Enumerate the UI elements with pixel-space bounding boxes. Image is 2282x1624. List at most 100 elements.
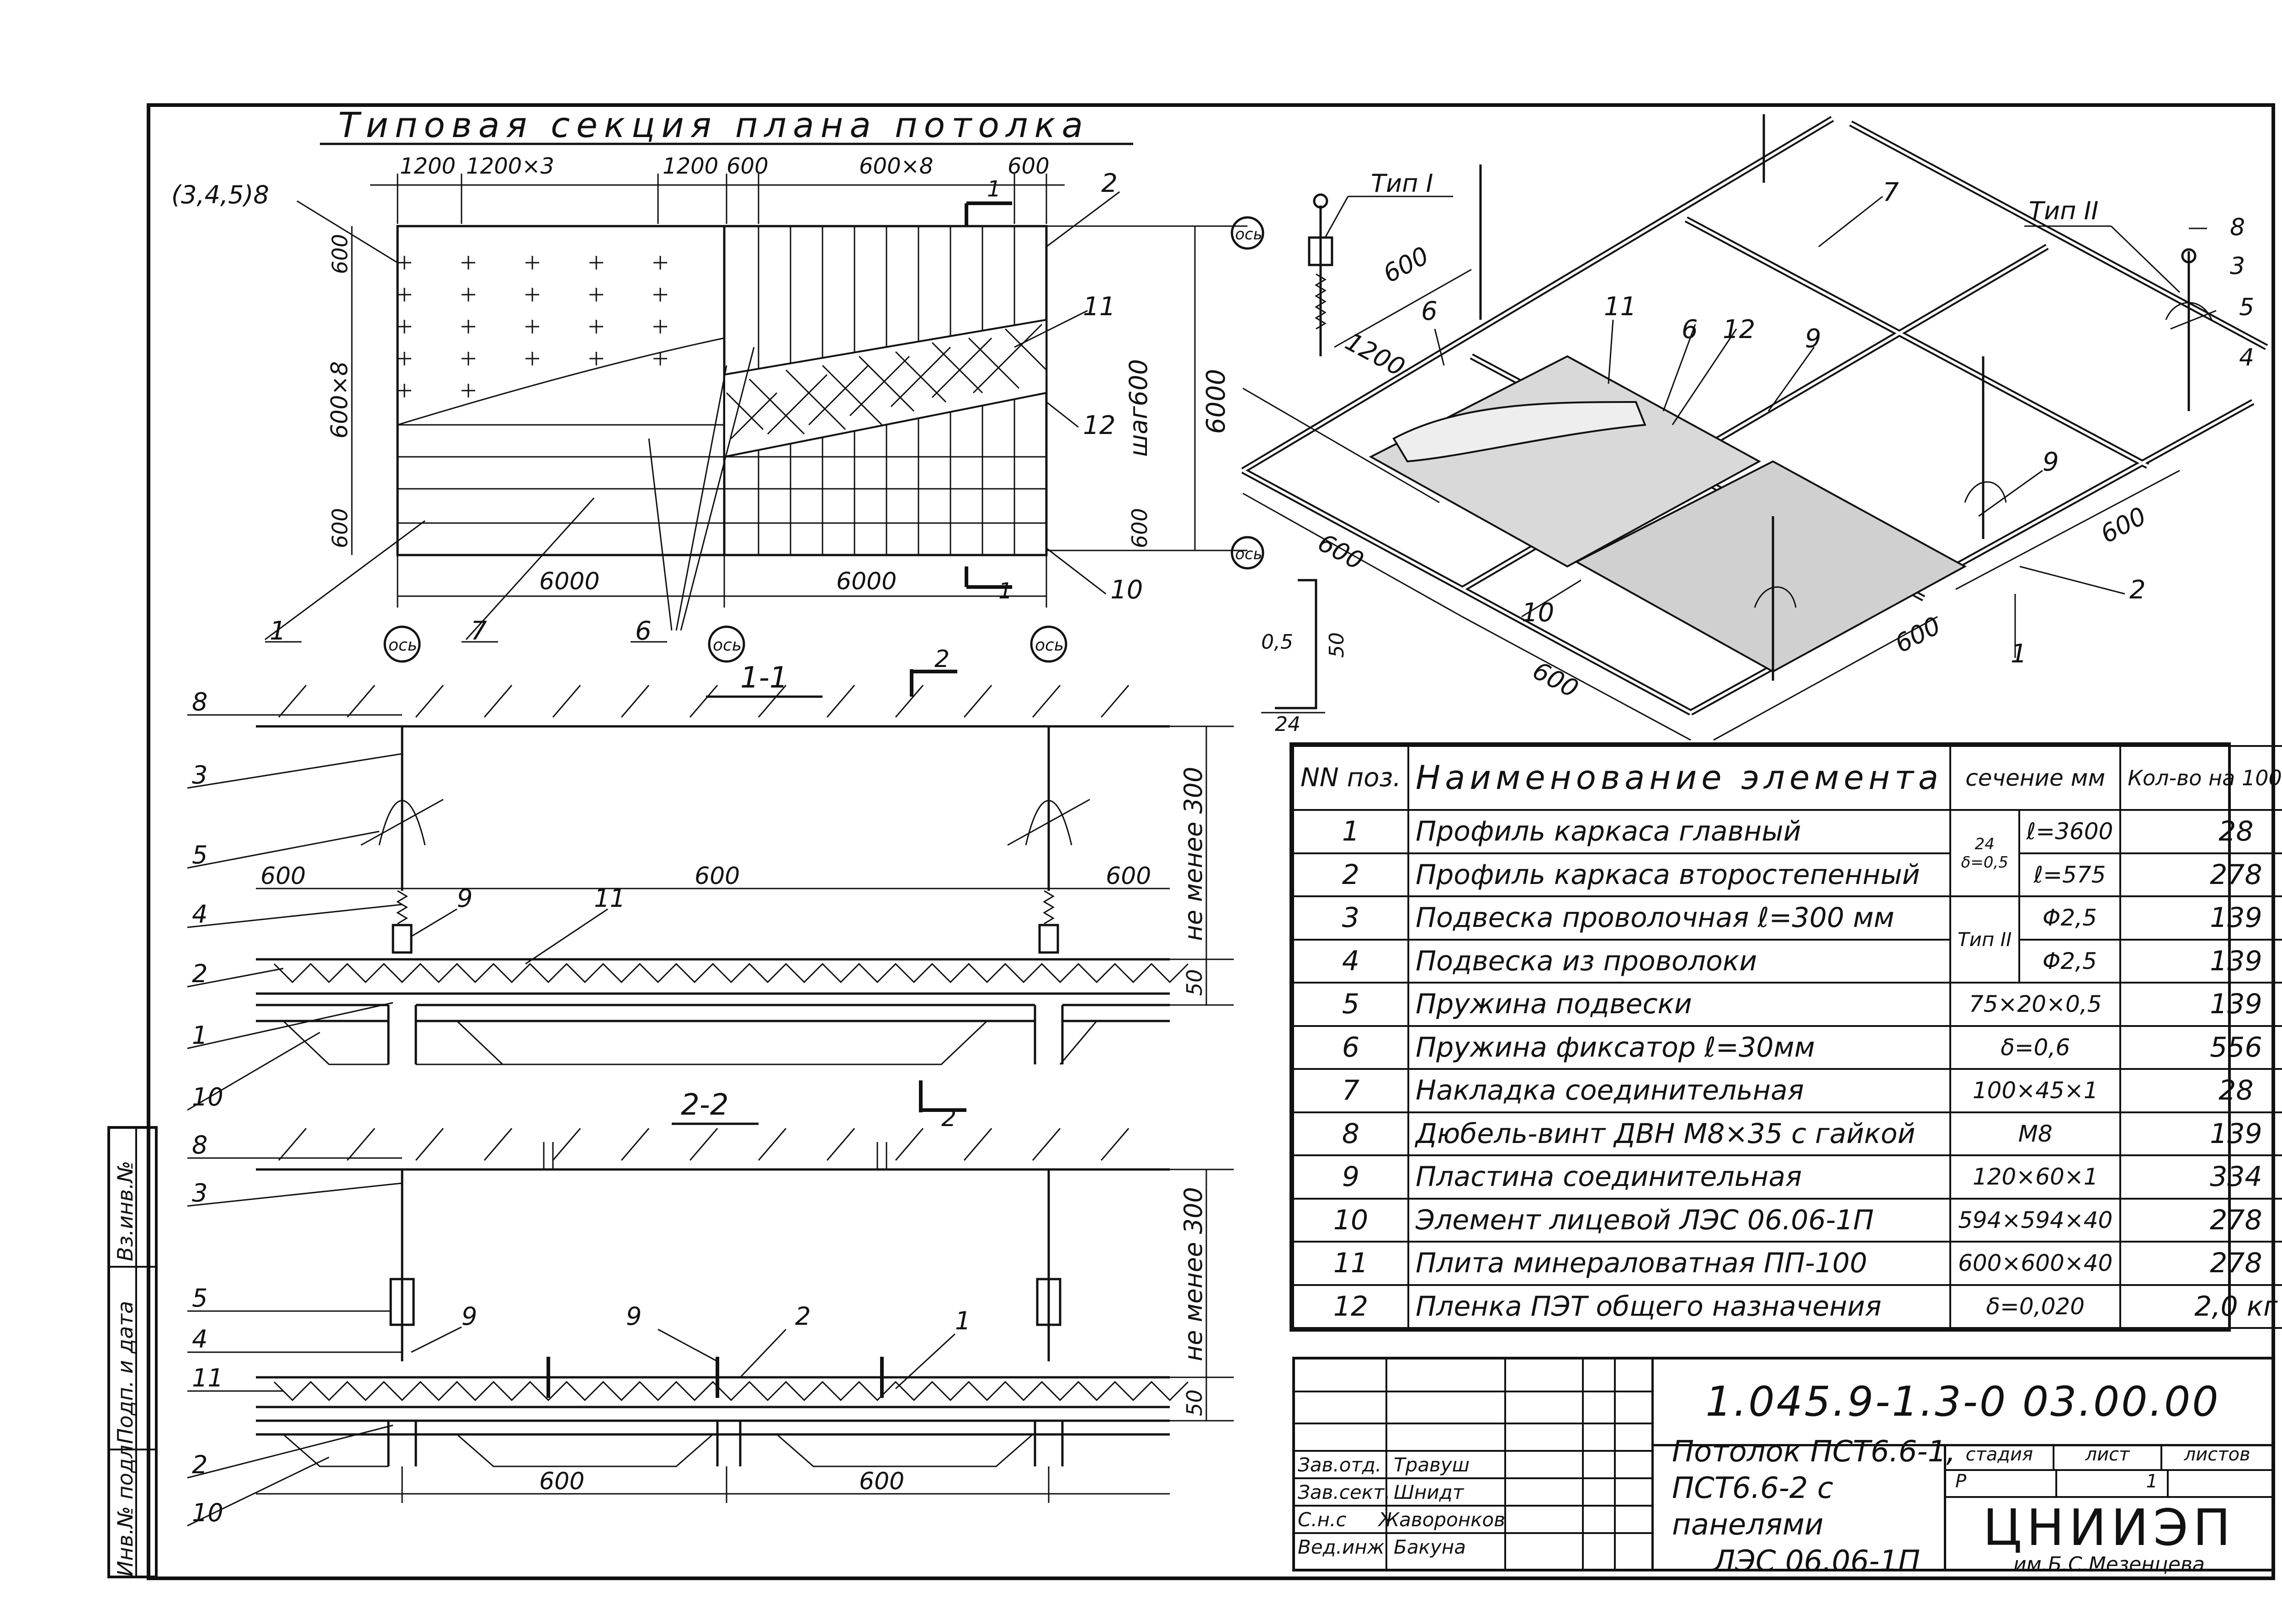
spec-row-qty: 139 — [2119, 982, 2282, 1027]
plan-axis-c: ось — [1035, 636, 1064, 655]
spec-header-qty: Кол-во на 100м² шт — [2119, 745, 2282, 811]
isometric-view: Тип I Тип II 600 1200 600 600 600 600 0,… — [1241, 114, 2268, 741]
plan-label-1: 1 — [270, 616, 286, 646]
section-2-span-left: 600 — [539, 1468, 584, 1495]
plan-dim-left-mid: 600×8 — [326, 361, 353, 439]
iso-label-4: 4 — [2239, 344, 2254, 371]
section-1-label-8: 8 — [192, 688, 207, 716]
stamp-role: Зав.отд. — [1298, 1453, 1382, 1476]
plan-dim-bottom-left: 6000 — [539, 568, 600, 595]
section-1-span-right: 600 — [1106, 862, 1151, 890]
spec-row-section: ℓ=575 — [2018, 852, 2122, 897]
section-2-height-small: 50 — [1182, 1389, 1207, 1416]
iso-label-6: 6 — [1421, 296, 1438, 326]
spec-row-name: Дюбель-винт ДВН М8×35 с гайкой — [1407, 1111, 1952, 1156]
spec-row-n: 8 — [1292, 1111, 1410, 1156]
stamp-person: Бакуна — [1394, 1535, 1466, 1558]
iso-type1: Тип I — [1371, 169, 1433, 198]
stamp-role: Вед.инж — [1298, 1535, 1385, 1558]
spec-row-n: 12 — [1292, 1284, 1410, 1329]
stamp-org: ЦНИИЭП — [1983, 1498, 2235, 1557]
spec-header-name: Наименование элемента — [1407, 745, 1952, 811]
section-2-label-4: 4 — [192, 1325, 207, 1354]
plan-label-2: 2 — [1101, 169, 1118, 198]
stamp-org-sub: им.Б.С.Мезенцева — [2013, 1553, 2205, 1576]
section-1-height: не менее 300 — [1179, 767, 1208, 941]
spec-row-qty: 278 — [2119, 1197, 2282, 1243]
spec-row-name: Подвеска проволочная ℓ=300 мм — [1407, 895, 1952, 941]
plan-dim-top-2: 1200 — [663, 153, 718, 179]
spec-row-qty: 278 — [2119, 852, 2282, 897]
spec-row-section: 75×20×0,5 — [1949, 982, 2122, 1027]
sidebar-sign-date: Подп. и дата — [113, 1301, 138, 1444]
plan-label-10: 10 — [1110, 575, 1143, 605]
section-2-label-9a: 9 — [462, 1302, 477, 1331]
stamp-person: Травуш — [1394, 1453, 1470, 1476]
plan-title: Типовая секция плана потолка — [338, 105, 1089, 145]
spec-row-name: Плита минераловатная ПП-100 — [1407, 1241, 1952, 1286]
spec-header-section: сечение мм — [1949, 745, 2122, 811]
iso-label-9b: 9 — [2043, 447, 2059, 477]
iso-profile-0: 0,5 — [1261, 630, 1293, 654]
stamp-stage-value: Р — [1946, 1471, 2058, 1496]
spec-row-section: 594×594×40 — [1949, 1197, 2122, 1243]
spec-row-n: 10 — [1292, 1197, 1410, 1243]
iso-label-3: 3 — [2230, 253, 2245, 280]
plan-dim-top-1: 1200×3 — [466, 153, 554, 179]
spec-row-name: Пружина подвески — [1407, 982, 1952, 1027]
section-2-mark: 2 — [941, 1105, 956, 1132]
section-2-height: не менее 300 — [1179, 1187, 1208, 1361]
iso-dim-1: 1200 — [1341, 327, 1410, 382]
section-2-label-10: 10 — [192, 1498, 223, 1527]
stamp-person: Шнидт — [1394, 1481, 1464, 1503]
iso-label-8: 8 — [2230, 214, 2245, 241]
plan-dim-bottom-right: 6000 — [836, 568, 897, 595]
stamp-stage-label: стадия — [1946, 1444, 2054, 1469]
plan-axis-bottom: ось — [1235, 545, 1263, 563]
iso-dim-0: 600 — [1379, 241, 1434, 288]
section-1-label-1: 1 — [192, 1021, 207, 1050]
section-1-height-small: 50 — [1182, 969, 1207, 996]
section-2-label-3: 3 — [192, 1179, 207, 1207]
plan-dim-left-top: 600 — [328, 234, 352, 274]
spec-header-nn: NN поз. — [1292, 745, 1410, 811]
iso-label-9: 9 — [1805, 324, 1821, 354]
sidebar-inv-sub: Вз.инв.№ — [113, 1160, 138, 1261]
stamp-role: Зав.сект. — [1298, 1481, 1390, 1503]
spec-row-n: 3 — [1292, 895, 1410, 941]
section-1-title: 1-1 — [740, 661, 788, 695]
plan-dim-top-0: 1200 — [400, 153, 456, 179]
plan-ref: (3,4,5)8 — [171, 180, 269, 209]
stamp-title: Потолок ПСТ6.6-1, ПСТ6.6-2 с панелями ЛЭ… — [1651, 1435, 1964, 1578]
spec-row-name: Подвеска из проволоки — [1407, 938, 1952, 984]
spec-row-qty: 334 — [2119, 1154, 2282, 1200]
spec-row-section: 120×60×1 — [1949, 1154, 2122, 1200]
section-1-label-3: 3 — [192, 761, 207, 789]
spec-row-qty: 28 — [2119, 1068, 2282, 1113]
spec-row-qty: 2,0 кг — [2119, 1284, 2282, 1329]
spec-row-section: 600×600×40 — [1949, 1241, 2122, 1286]
iso-type2: Тип II — [2029, 196, 2098, 225]
stamp-title-line: Потолок ПСТ6.6-1, — [1672, 1434, 1956, 1469]
iso-label-12: 12 — [1723, 315, 1755, 344]
iso-dim-4: 600 — [1890, 611, 1946, 658]
stamp-title-line: ЛЭС 06.06-1П — [1713, 1544, 1920, 1578]
iso-label-10: 10 — [1522, 598, 1554, 628]
spec-row-qty: 139 — [2119, 1111, 2282, 1156]
spec-table: NN поз. Наименование элемента сечение мм… — [1290, 742, 2282, 1332]
plan-label-7: 7 — [471, 616, 487, 646]
spec-row-name: Профиль каркаса главный — [1407, 809, 1952, 854]
spec-row-name: Накладка соединительная — [1407, 1068, 1952, 1113]
iso-profile-1: 50 — [1325, 632, 1348, 658]
spec-row-n: 6 — [1292, 1025, 1410, 1070]
plan-dim-right-step: шаг600 — [1124, 359, 1153, 457]
section-1-label-11: 11 — [594, 884, 626, 913]
spec-row-section: Φ2,5 — [2018, 895, 2122, 941]
section-1-span-left: 600 — [260, 862, 306, 890]
stamp-sheets-label: листов — [2184, 1444, 2250, 1465]
spec-row-n: 9 — [1292, 1154, 1410, 1200]
stamp-code: 1.045.9-1.3-0 03.00.00 — [1651, 1360, 2272, 1446]
